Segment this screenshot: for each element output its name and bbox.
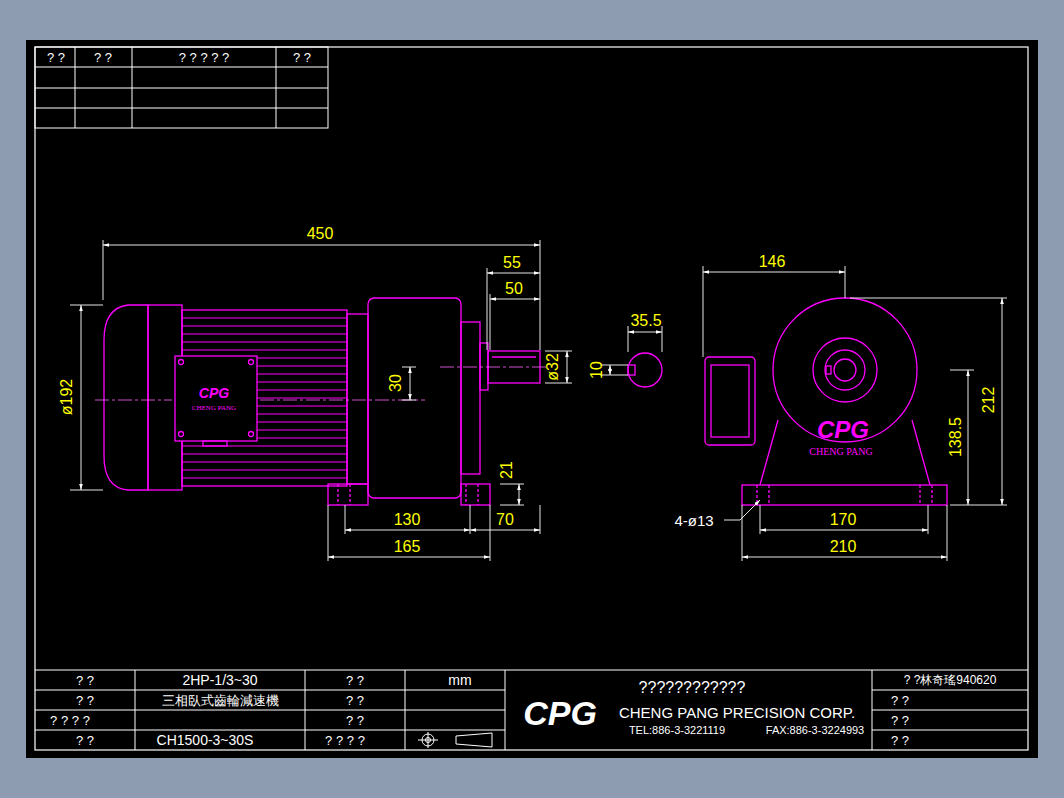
dimension-label: ø192 (59, 379, 75, 415)
company-name: CHENG PANG PRECISION CORP. (619, 705, 855, 720)
table-cell: ? ? (47, 51, 65, 64)
dimension-label: 70 (496, 512, 514, 528)
company-name: ???????????? (639, 680, 746, 696)
logo-text: CPG (199, 386, 229, 400)
motor-side-view (104, 298, 540, 505)
table-cell: ? ?林奇瑤940620 (904, 674, 997, 686)
table-cell: ? ? (891, 734, 909, 747)
table-cell: ? ? ? ? (325, 734, 365, 747)
dimension-label: ø32 (545, 353, 561, 381)
keyway-detail (628, 353, 662, 387)
dimension-label: 210 (830, 539, 857, 555)
table-cell: ? ? (891, 714, 909, 727)
dimension-label: 50 (505, 281, 523, 297)
logo-text: CHENG PANG (192, 405, 236, 412)
dimension-label: 21 (499, 461, 515, 479)
dimension-label: 30 (388, 374, 404, 392)
title-block (35, 670, 1028, 750)
table-cell: ? ? ? ? (50, 714, 90, 727)
table-cell: ? ? (293, 51, 311, 64)
contact-info: FAX:886-3-3224993 (766, 725, 864, 736)
dimension-label: 55 (503, 255, 521, 271)
sheet-frame (35, 47, 1028, 750)
table-cell: ? ? (76, 734, 94, 747)
table-cell: ? ? (346, 714, 364, 727)
dimension-label: 450 (307, 226, 334, 242)
dimension-label: 170 (830, 512, 857, 528)
contact-info: TEL:886-3-3221119 (629, 725, 725, 736)
dimension-label: 165 (394, 539, 421, 555)
center-line (95, 367, 548, 400)
table-cell: ? ? (346, 674, 364, 687)
dimension-lines (70, 240, 1007, 561)
table-cell: ? ? (76, 674, 94, 687)
table-cell: ? ? (891, 694, 909, 707)
dimension-label: 4-ø13 (674, 513, 713, 528)
table-cell: CH1500-3~30S (157, 733, 254, 747)
dimension-label: 138.5 (948, 417, 964, 457)
sheet-ground (26, 40, 1038, 758)
logo-text: CPG (817, 418, 869, 442)
dimension-label: 10 (589, 361, 605, 379)
table-cell: ? ? (346, 694, 364, 707)
dimension-label: 212 (981, 387, 997, 414)
dimension-label: 35.5 (630, 313, 661, 329)
table-cell: 三相臥式齒輪減速機 (162, 694, 279, 707)
table-cell: mm (448, 673, 471, 687)
company-logo: CPG (523, 696, 597, 730)
table-cell: ? ? (76, 694, 94, 707)
logo-text: CHENG PANG (809, 447, 872, 457)
dimension-label: 146 (759, 254, 786, 270)
dimension-label: 130 (394, 512, 421, 528)
table-cell: ? ? ? ? ? (179, 51, 230, 64)
revision-table (35, 47, 328, 128)
table-cell: 2HP-1/3~30 (182, 673, 257, 687)
table-cell: ? ? (94, 51, 112, 64)
motor-front-view (705, 298, 947, 505)
